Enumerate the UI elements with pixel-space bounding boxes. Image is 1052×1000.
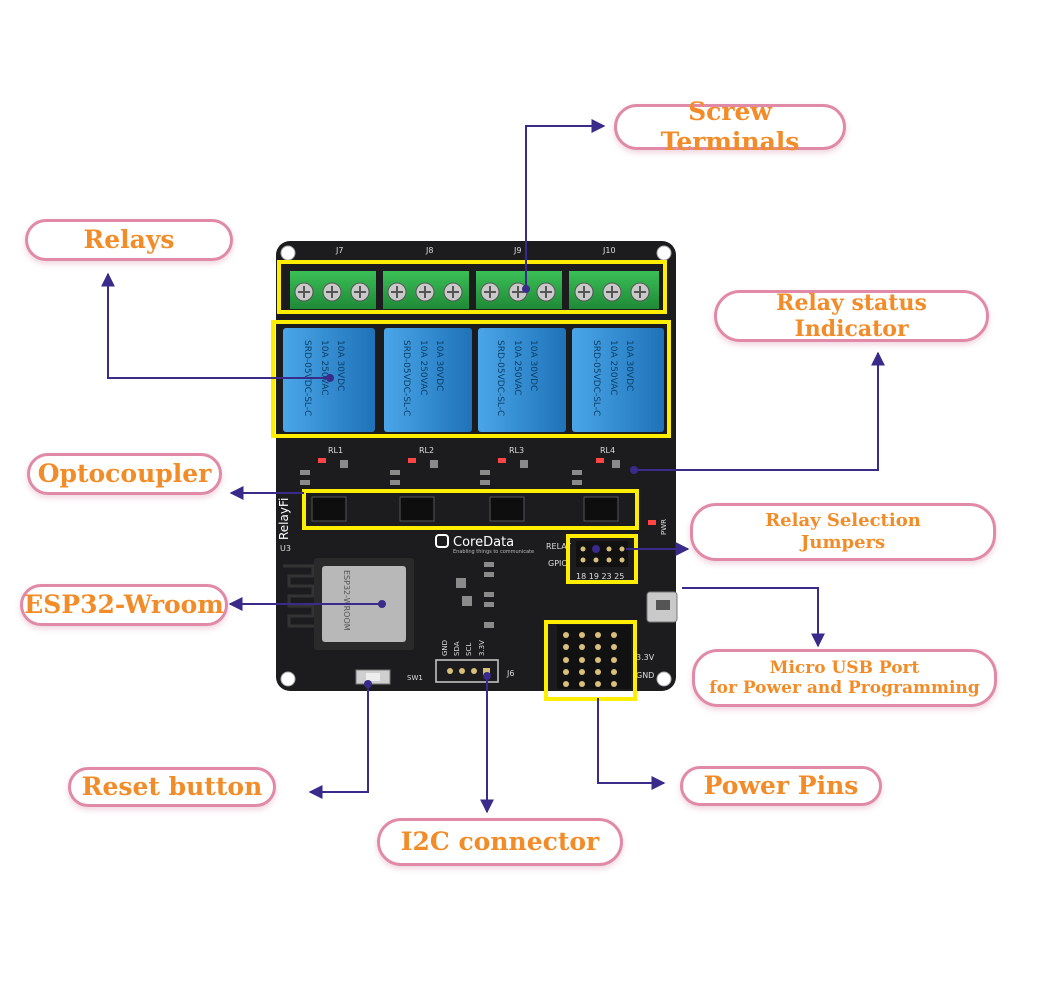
status-led [498, 458, 506, 463]
svg-text:ESP32-WROOM: ESP32-WROOM [342, 570, 351, 631]
svg-text:10A 30VDC: 10A 30VDC [528, 340, 538, 391]
relay: SRD-05VDC-SL-C 10A 250VAC 10A 30VDC [478, 328, 566, 432]
relay-label: RL1 [328, 446, 343, 455]
i2c-connector: GND SDA SCL 3.3V J6 [435, 640, 514, 683]
relay-label: RL2 [419, 446, 434, 455]
svg-text:10A 30VDC: 10A 30VDC [335, 340, 345, 391]
arrow-reset [308, 684, 369, 799]
svg-text:Enabling things to communicate: Enabling things to communicate [453, 549, 534, 555]
relay: SRD-05VDC-SL-C 10A 250VAC 10A 30VDC [384, 328, 472, 432]
mounting-hole [656, 245, 672, 261]
svg-text:GND: GND [441, 640, 449, 656]
svg-text:SRD-05VDC-SL-C: SRD-05VDC-SL-C [495, 340, 505, 416]
svg-text:10A 250VAC: 10A 250VAC [418, 340, 428, 396]
svg-text:SCL: SCL [465, 643, 473, 656]
mounting-hole [280, 671, 296, 687]
module-ref-label: U3 [280, 544, 291, 553]
svg-text:3.3V: 3.3V [478, 640, 486, 656]
callout-esp32-wroom: ESP32-Wroom [20, 584, 228, 626]
screw-terminal-block [383, 271, 469, 309]
callout-relays: Relays [25, 219, 233, 261]
callout-i2c-connector: I2C connector [377, 818, 623, 866]
svg-text:GND: GND [636, 671, 654, 680]
svg-text:SDA: SDA [453, 641, 461, 656]
jumper-gpio-label: GPIO [548, 559, 568, 568]
power-pin-header: 3.3V GND [557, 625, 655, 689]
screw-terminal-block [476, 271, 562, 309]
callout-micro-usb-port: Micro USB Port for Power and Programming [692, 649, 997, 707]
svg-text:SRD-05VDC-SL-C: SRD-05VDC-SL-C [401, 340, 411, 416]
svg-text:10A 30VDC: 10A 30VDC [434, 340, 444, 391]
svg-text:10A 250VAC: 10A 250VAC [608, 340, 618, 396]
arrow-screw-terminals [525, 119, 606, 289]
svg-text:SRD-05VDC-SL-C: SRD-05VDC-SL-C [591, 340, 601, 416]
pwr-led [648, 520, 656, 525]
arrow-micro-usb [682, 587, 825, 648]
highlight-optocouplers [302, 489, 639, 530]
terminal-label: J9 [513, 246, 521, 255]
highlight-jumpers [566, 534, 638, 584]
micro-usb-port [646, 591, 678, 623]
svg-text:CoreData: CoreData [453, 535, 514, 550]
highlight-power-pins [544, 620, 637, 701]
brand-logo: CoreData Enabling things to communicate [435, 534, 534, 555]
svg-text:10A 250VAC: 10A 250VAC [512, 340, 522, 396]
callout-power-pins: Power Pins [680, 766, 882, 806]
mounting-hole [656, 671, 672, 687]
svg-text:3.3V: 3.3V [636, 653, 655, 662]
arrow-power-pins [597, 698, 666, 790]
callout-reset-button: Reset button [68, 767, 276, 807]
reset-switch: SW1 [355, 669, 423, 685]
arrow-relay-status [634, 351, 885, 471]
svg-text:10A 250VAC: 10A 250VAC [319, 340, 329, 396]
callout-arrows [101, 119, 885, 814]
terminal-label: J8 [425, 246, 433, 255]
status-led [318, 458, 326, 463]
screw-terminal-block [290, 271, 376, 309]
relay-label: RL3 [509, 446, 524, 455]
relay-label: RL4 [600, 446, 615, 455]
status-led [408, 458, 416, 463]
pcb-antenna [283, 564, 319, 628]
highlight-screw-terminals [277, 260, 667, 314]
svg-text:SW1: SW1 [407, 674, 423, 682]
callout-relay-selection-jumpers: Relay Selection Jumpers [690, 503, 996, 561]
svg-text:J6: J6 [506, 669, 514, 678]
callout-optocoupler: Optocoupler [27, 453, 222, 495]
optocoupler-chip [311, 496, 619, 522]
status-led [596, 458, 604, 463]
jumper-header-label: RELAY [546, 542, 571, 551]
relay: SRD-05VDC-SL-C 10A 250VAC 10A 30VDC [572, 328, 664, 432]
screw-terminal-block [569, 271, 659, 309]
side-brand: RelayFi [277, 498, 291, 540]
terminal-label: J10 [602, 246, 616, 255]
callout-screw-terminals: Screw Terminals [614, 97, 846, 156]
svg-text:18 19 23 25: 18 19 23 25 [576, 572, 624, 581]
relay-board: J7 J8 J9 J10 [276, 241, 678, 691]
arrow-relays [101, 272, 330, 379]
callout-relay-status-indicator: Relay status Indicator [714, 290, 989, 342]
relay-selection-jumpers: 18 19 23 25 [576, 541, 628, 581]
pwr-label: PWR [660, 519, 668, 535]
svg-text:10A 30VDC: 10A 30VDC [624, 340, 634, 391]
terminal-label: J7 [335, 246, 343, 255]
mounting-hole [280, 245, 296, 261]
